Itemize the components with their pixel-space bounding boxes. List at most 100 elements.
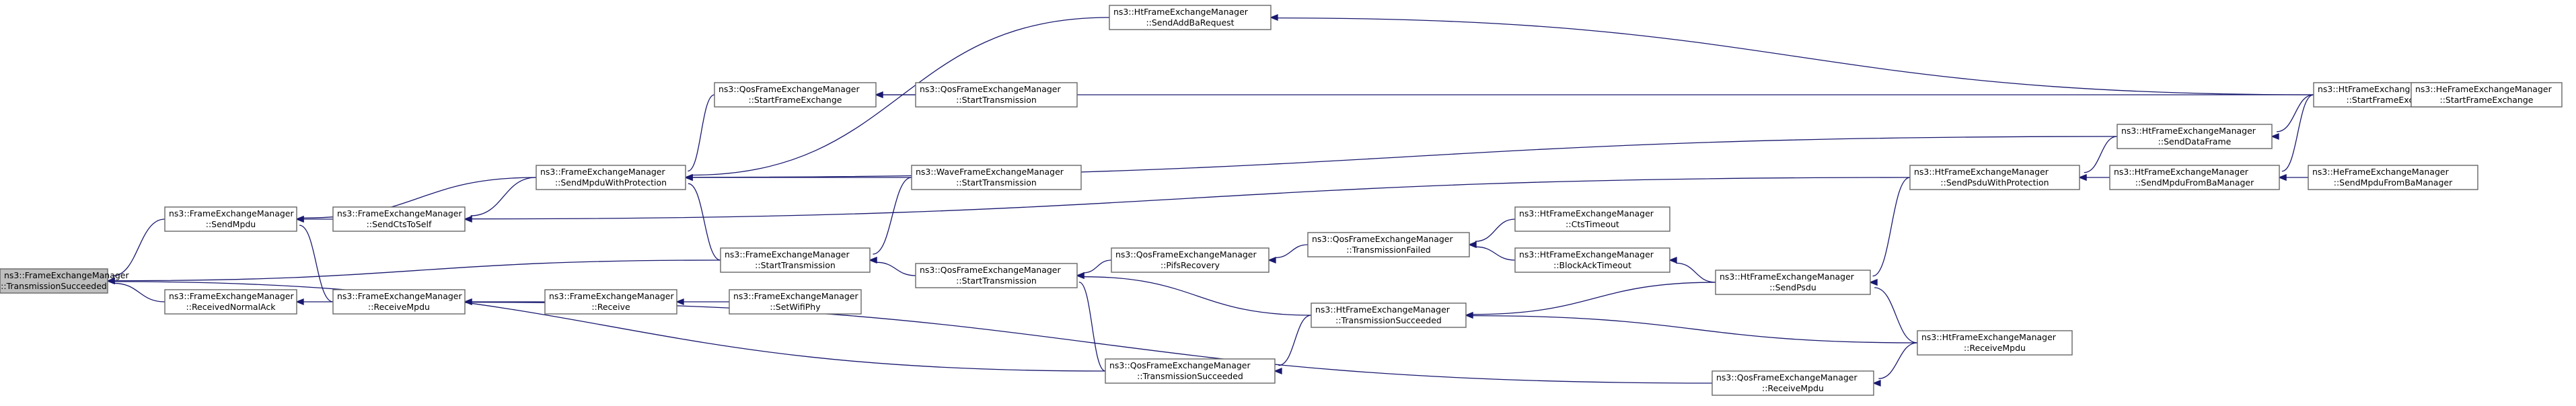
node-box [1909, 165, 2080, 190]
node-box [332, 289, 466, 315]
arrow-head [1872, 380, 1881, 387]
node-n24[interactable]: ns3::HtFrameExchangeManager::SendDataFra… [2117, 124, 2273, 149]
node-n25[interactable]: ns3::HtFrameExchangeManager::SendMpduFro… [2109, 165, 2280, 190]
node-box [1111, 247, 1269, 273]
node-box [714, 82, 877, 108]
node-n15[interactable]: ns3::QosFrameExchangeManager::PifsRecove… [1111, 247, 1269, 273]
node-label-line2: ::StartTransmission [956, 177, 1037, 188]
node-n10[interactable]: ns3::QosFrameExchangeManager::StartTrans… [915, 82, 1078, 108]
edge-n5-to-n2 [295, 298, 333, 305]
node-box [164, 289, 297, 315]
edge-line [1083, 276, 1312, 316]
edge-n20-to-n5 [464, 298, 1713, 384]
node-n6[interactable]: ns3::FrameExchangeManager::StartTransmis… [720, 247, 871, 273]
node-label-line2: ::StartFrameExchange [2440, 95, 2534, 105]
node-n3[interactable]: ns3::FrameExchangeManager::SendCtsToSelf [332, 206, 466, 232]
node-label-line2: ::BlockAckTimeout [1553, 260, 1631, 270]
node-n13[interactable]: ns3::FrameExchangeManager::SetWifiPhy [729, 289, 862, 315]
node-label-line1: ns3::HtFrameExchangeManager [1113, 7, 1249, 17]
node-n1[interactable]: ns3::FrameExchangeManager::SendMpdu [164, 206, 297, 232]
edge-line [1277, 17, 2314, 95]
node-n28[interactable]: ns3::HeFrameExchangeManager::StartFrameE… [2411, 82, 2563, 108]
node-label-line2: ::CtsTimeout [1566, 219, 1619, 229]
edge-n11-to-n6 [869, 177, 912, 263]
edge-n22-to-n3 [464, 177, 1911, 222]
edge-n16-to-n15 [1267, 244, 1309, 263]
node-label-line1: ns3::QosFrameExchangeManager [719, 84, 860, 94]
edge-n23-to-n20 [1872, 342, 1918, 387]
edge-n14-to-n12 [1076, 272, 1106, 372]
arrow-head [295, 298, 304, 305]
node-n27[interactable]: ns3::HeFrameExchangeManager::SendMpduFro… [2308, 165, 2478, 190]
arrow-head [2271, 133, 2279, 140]
edge-n13-to-n7 [675, 298, 729, 305]
node-n5[interactable]: ns3::FrameExchangeManager::ReceiveMpdu [332, 289, 466, 315]
edge-line [1675, 262, 1716, 283]
arrow-head [869, 257, 877, 263]
arrow-head [1267, 257, 1276, 263]
node-n21[interactable]: ns3::HtFrameExchangeManager::SendPsdu [1715, 270, 1871, 295]
arrow-head [684, 174, 693, 181]
node-label-line1: ns3::QosFrameExchangeManager [920, 265, 1061, 275]
node-n22[interactable]: ns3::HtFrameExchangeManager::SendPsduWit… [1909, 165, 2080, 190]
node-n11[interactable]: ns3::WaveFrameExchangeManager::StartTran… [911, 165, 1082, 190]
node-label-line2: ::ReceivedNormalAck [186, 302, 277, 312]
edge-line [114, 259, 721, 282]
node-n18[interactable]: ns3::HtFrameExchangeManager::CtsTimeout [1514, 206, 1670, 232]
node-label-line1: ns3::HtFrameExchangeManager [1315, 304, 1450, 315]
edge-line [471, 177, 1911, 220]
node-n23[interactable]: ns3::HtFrameExchangeManager::ReceiveMpdu [1917, 330, 2073, 356]
node-label-line1: ns3::WaveFrameExchangeManager [916, 167, 1064, 177]
edge-line [1472, 315, 1918, 343]
node-label-line1: ns3::HtFrameExchangeManager [1519, 249, 1654, 259]
node-box [1514, 247, 1670, 273]
node-label-line1: ns3::FrameExchangeManager [4, 270, 129, 280]
node-label-line1: ns3::QosFrameExchangeManager [920, 84, 1061, 94]
node-label-line2: ::PifsRecovery [1161, 260, 1220, 270]
arrow-head [1668, 257, 1677, 263]
edge-line [112, 218, 165, 277]
node-box [1307, 232, 1470, 257]
node-label-line2: ::ReceiveMpdu [1964, 343, 2026, 353]
edge-n7-to-n5 [464, 298, 545, 305]
arrow-head [1869, 279, 1878, 286]
node-label-line2: ::StartTransmission [956, 95, 1037, 105]
node-box [1109, 5, 1272, 30]
edge-layer [106, 14, 2474, 387]
arrow-head [295, 216, 304, 222]
edge-line [2084, 136, 2118, 173]
node-label-line1: ns3::FrameExchangeManager [337, 208, 462, 218]
node-n0[interactable]: ns3::FrameExchangeManager::TransmissionS… [0, 268, 129, 294]
node-n4[interactable]: ns3::FrameExchangeManager::SendMpduWithP… [536, 165, 686, 190]
node-box [1514, 206, 1670, 232]
node-box [1311, 302, 1467, 328]
node-n19[interactable]: ns3::HtFrameExchangeManager::BlockAckTim… [1514, 247, 1670, 273]
node-n20[interactable]: ns3::QosFrameExchangeManager::ReceiveMpd… [1712, 370, 1874, 396]
node-n12[interactable]: ns3::QosFrameExchangeManager::StartTrans… [915, 263, 1078, 288]
node-n2[interactable]: ns3::FrameExchangeManager::ReceivedNorma… [164, 289, 297, 315]
edge-line [1475, 218, 1516, 242]
edge-line [1078, 281, 1106, 372]
edge-line [873, 177, 912, 255]
node-label-line1: ns3::HeFrameExchangeManager [2312, 167, 2450, 177]
node-label-line1: ns3::HtFrameExchangeManager [1519, 208, 1654, 218]
node-label-line2: ::SendMpduFromBaManager [2135, 177, 2254, 188]
node-n9[interactable]: ns3::QosFrameExchangeManager::StartFrame… [714, 82, 877, 108]
node-box [0, 268, 108, 294]
edge-n17-to-n12 [1076, 272, 1312, 316]
edge-line [876, 261, 916, 276]
node-label-line1: ns3::FrameExchangeManager [733, 291, 858, 301]
node-label-line2: ::SendPsduWithProtection [1940, 177, 2049, 188]
node-label-line2: ::SendPsdu [1769, 282, 1816, 292]
node-label-line1: ns3::HtFrameExchangeManager [1914, 167, 2049, 177]
node-n8[interactable]: ns3::HtFrameExchangeManager::SendAddBaRe… [1109, 5, 1272, 30]
edge-line [1874, 287, 1918, 343]
node-n14[interactable]: ns3::QosFrameExchangeManager::Transmissi… [1105, 358, 1276, 384]
edge-n21-to-n19 [1668, 257, 1716, 283]
node-n16[interactable]: ns3::QosFrameExchangeManager::Transmissi… [1307, 232, 1470, 257]
node-n17[interactable]: ns3::HtFrameExchangeManager::Transmissio… [1311, 302, 1467, 328]
arrow-head [1274, 368, 1282, 374]
node-n7[interactable]: ns3::FrameExchangeManager::Receive [544, 289, 677, 315]
node-box [915, 263, 1078, 288]
